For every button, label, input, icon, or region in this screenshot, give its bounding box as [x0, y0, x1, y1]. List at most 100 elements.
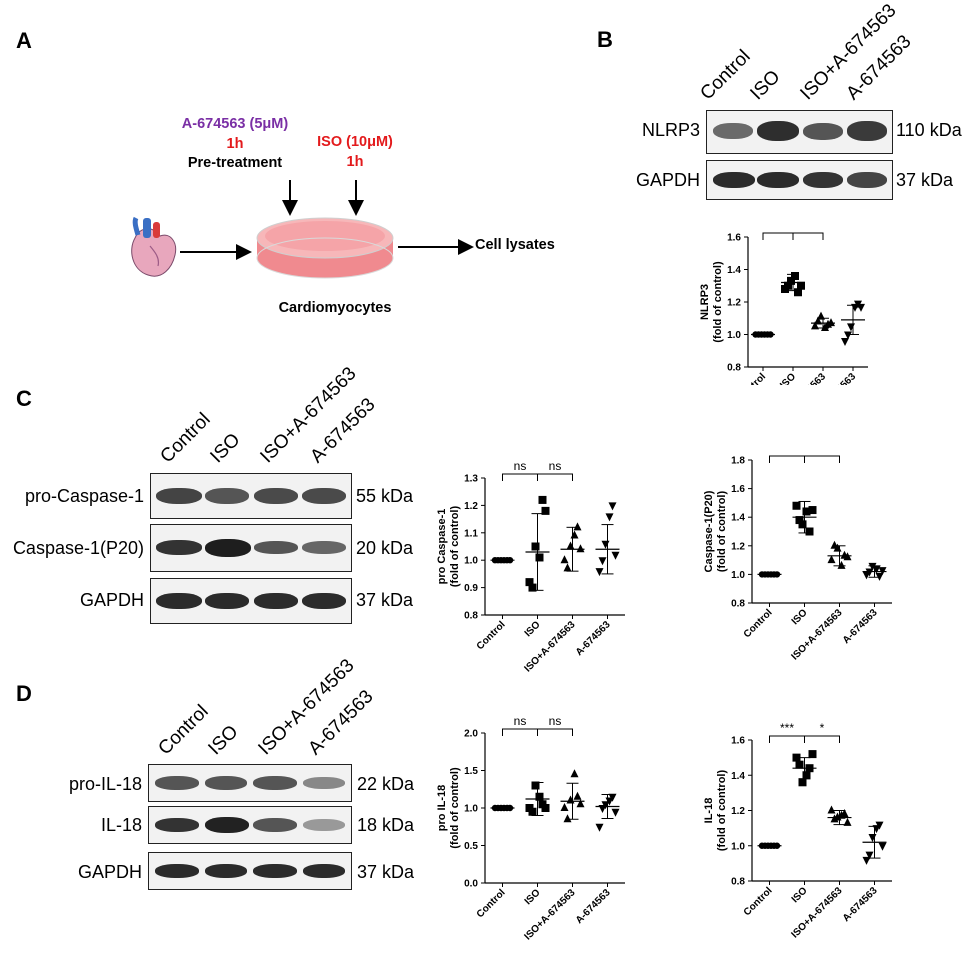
blot-b-row-1-label: NLRP3 — [641, 120, 700, 140]
y-tick-label: 1.2 — [727, 298, 741, 309]
petri-dish-icon — [256, 217, 394, 279]
y-axis-label: pro Caspase-1 — [436, 509, 448, 585]
y-tick-label: 1.6 — [731, 484, 745, 495]
y-tick-label: 0.8 — [731, 877, 745, 888]
y-tick-label: 2.0 — [464, 729, 478, 740]
data-point — [827, 318, 835, 327]
significance-label: * — [806, 225, 811, 232]
x-tick-label: ISO — [790, 607, 810, 627]
blot-c-pro-caspase1 — [150, 473, 352, 519]
data-point — [525, 578, 534, 587]
significance-bracket — [502, 473, 538, 481]
data-point — [791, 272, 799, 280]
y-tick-label: 0.8 — [727, 363, 741, 374]
blot-d-row-1-kda: 22 kDa — [357, 774, 415, 794]
data-point — [802, 507, 811, 516]
significance-bracket — [769, 455, 805, 463]
x-tick-label: ISO — [790, 885, 810, 905]
data-point — [841, 338, 849, 346]
blot-d-lane-1-label: Control — [154, 701, 213, 760]
x-tick-label: A-674563 — [841, 885, 880, 924]
x-tick-label: A-674563 — [841, 607, 880, 646]
y-tick-label: 1.4 — [727, 265, 741, 276]
blot-b-lane-1-label: Control — [696, 46, 755, 105]
x-tick-label: Control — [742, 885, 775, 918]
data-point — [563, 814, 572, 823]
significance-label: ns — [549, 459, 562, 473]
x-tick-label: ISO — [523, 619, 543, 639]
y-axis-label: NLRP3 — [699, 284, 711, 320]
y-tick-label: 1.3 — [464, 474, 478, 485]
data-point — [837, 560, 846, 569]
x-tick-label: ISO — [523, 887, 543, 907]
data-point — [595, 568, 604, 577]
y-tick-label: 1.4 — [731, 513, 745, 524]
cells-label: Cardiomyocytes — [278, 300, 392, 316]
y-axis-label: IL-18 — [703, 798, 715, 824]
blot-c-row-2-kda: 20 kDa — [356, 538, 414, 558]
data-point — [566, 795, 575, 804]
data-point — [560, 803, 569, 811]
data-point — [787, 276, 795, 285]
data-point — [576, 544, 585, 553]
y-tick-label: 1.2 — [731, 806, 745, 817]
y-tick-label: 0.9 — [464, 583, 478, 594]
data-point — [795, 760, 804, 769]
significance-label: ns — [514, 715, 527, 728]
data-point — [538, 495, 547, 504]
y-tick-label: 0.8 — [731, 599, 745, 610]
data-point — [844, 331, 852, 340]
blot-d-row-3-kda: 37 kDa — [357, 862, 415, 882]
data-point — [595, 823, 604, 832]
blot-b-lane-2-label: ISO — [746, 66, 785, 105]
y-axis-label: Caspase-1(P20) — [703, 490, 715, 572]
data-point — [541, 506, 550, 515]
data-point — [576, 799, 585, 808]
data-point — [598, 557, 607, 566]
data-point — [608, 793, 617, 802]
blot-c-row-1-label: pro-Caspase-1 — [24, 486, 144, 506]
data-point — [531, 781, 540, 790]
y-tick-label: 1.2 — [731, 541, 745, 552]
inhibitor-time: 1h — [226, 136, 244, 152]
iso-label: ISO (10μM) — [317, 134, 393, 150]
data-point — [827, 805, 836, 814]
data-point — [535, 792, 544, 801]
data-point — [541, 804, 550, 812]
significance-bracket — [537, 473, 573, 481]
data-point — [573, 522, 582, 531]
y-tick-label: 1.0 — [464, 804, 478, 815]
y-axis-label: pro IL-18 — [436, 785, 448, 831]
data-point — [573, 791, 582, 800]
y-axis-label: (fold of control) — [712, 261, 724, 343]
blot-c-row-3-kda: 37 kDa — [356, 590, 414, 610]
blot-c-row-2-label: Caspase-1(P20) — [12, 538, 144, 558]
significance-bracket — [502, 728, 538, 736]
pretreatment-label: Pre-treatment — [187, 155, 283, 171]
data-point — [865, 851, 874, 860]
x-tick-label: Control — [742, 607, 775, 640]
heart-icon — [131, 216, 177, 277]
significance-label: *** — [771, 225, 785, 232]
data-point — [862, 856, 871, 865]
x-tick-label: A-674563 — [574, 887, 613, 926]
data-point — [528, 583, 537, 592]
significance-label: *** — [780, 450, 794, 455]
blot-b-gapdh — [706, 160, 893, 200]
blot-b-row-2-kda: 37 kDa — [896, 170, 954, 190]
y-tick-label: 0.8 — [464, 611, 478, 622]
y-tick-label: 1.0 — [731, 570, 745, 581]
blot-d-row-1-label: pro-IL-18 — [68, 774, 142, 794]
y-tick-label: 1.1 — [464, 528, 478, 539]
blot-b-row-1-kda: 110 kDa — [896, 120, 962, 140]
data-point — [570, 530, 579, 539]
significance-label: * — [820, 721, 825, 735]
blot-d-pro-il18 — [148, 764, 352, 802]
significance-label: * — [820, 450, 825, 455]
significance-bracket — [804, 735, 840, 743]
data-point — [794, 288, 802, 297]
x-tick-label: ISO — [778, 371, 798, 385]
output-label: Cell lysates — [475, 237, 555, 253]
